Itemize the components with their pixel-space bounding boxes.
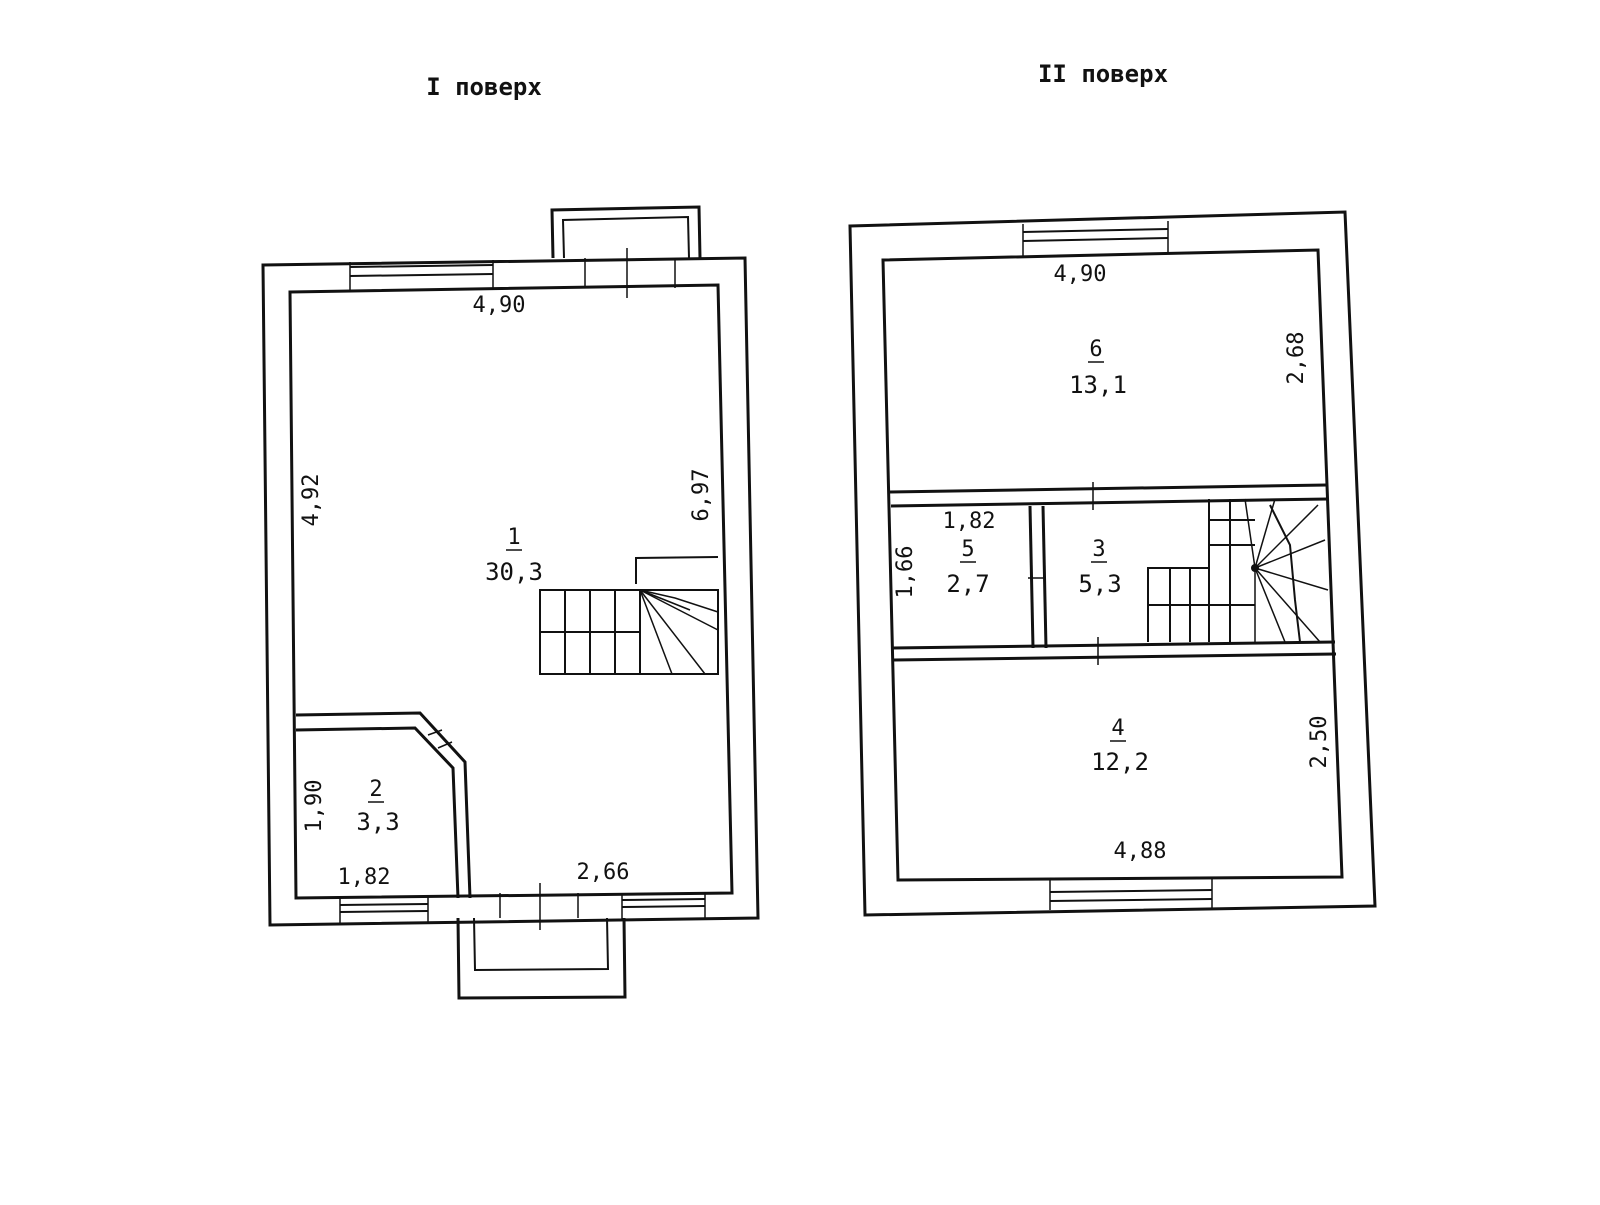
partition-middle-4 bbox=[892, 640, 1336, 650]
first-floor-title: I поверх bbox=[426, 73, 542, 101]
room-5-dim-height: 1,66 bbox=[893, 546, 918, 599]
partition-5-3 bbox=[1028, 505, 1035, 649]
room-2-area: 3,3 bbox=[356, 808, 399, 836]
first-floor-outer-wall bbox=[261, 256, 760, 927]
first-floor-plan: I поверх bbox=[261, 73, 760, 1000]
room-3-number: 3 bbox=[1092, 537, 1105, 562]
room-3-area: 5,3 bbox=[1078, 570, 1121, 598]
second-floor-bottom-window bbox=[1049, 878, 1213, 910]
second-floor-staircase bbox=[1147, 498, 1329, 643]
room-6-dim-height: 2,68 bbox=[1284, 332, 1309, 385]
first-floor-top-window bbox=[349, 260, 494, 292]
room-6-number: 6 bbox=[1089, 337, 1102, 362]
room-2-door-mark bbox=[427, 729, 443, 736]
room-5-number: 5 bbox=[961, 537, 974, 562]
second-floor-dim-top: 4,90 bbox=[1054, 262, 1107, 287]
room-1-area: 30,3 bbox=[485, 558, 543, 586]
room-4-dim-height: 2,50 bbox=[1307, 716, 1332, 769]
room-2-wall-outer bbox=[295, 711, 472, 899]
partition-middle-4-inner bbox=[893, 652, 1337, 662]
first-floor-dim-left: 4,92 bbox=[299, 474, 324, 527]
room-6-area: 13,1 bbox=[1069, 371, 1127, 399]
room-5-area: 2,7 bbox=[946, 570, 989, 598]
room-1-number: 1 bbox=[507, 525, 520, 550]
first-floor-dim-bottom: 2,66 bbox=[577, 860, 630, 885]
room-2-number: 2 bbox=[369, 777, 382, 802]
room-2-dim-width: 1,82 bbox=[338, 865, 391, 890]
first-floor-dim-top: 4,90 bbox=[473, 293, 526, 318]
bottom-balcony-outer bbox=[456, 917, 627, 1000]
room-5-dim-width: 1,82 bbox=[943, 509, 996, 534]
second-floor-dim-bottom: 4,88 bbox=[1114, 839, 1167, 864]
second-floor-inner-wall bbox=[881, 248, 1344, 882]
room-4-area: 12,2 bbox=[1091, 748, 1149, 776]
top-balcony-outer bbox=[550, 205, 702, 259]
second-floor-plan: II поверх bbox=[848, 60, 1377, 917]
partition-6-middle bbox=[889, 483, 1328, 494]
room-2-door-mark bbox=[437, 741, 453, 749]
room-4-number: 4 bbox=[1111, 716, 1124, 741]
partition-6-middle-inner bbox=[890, 497, 1329, 508]
first-floor-staircase bbox=[539, 556, 719, 675]
partition-5-3-inner bbox=[1041, 505, 1048, 649]
second-floor-outer-wall bbox=[848, 210, 1377, 917]
second-floor-title: II поверх bbox=[1038, 60, 1168, 88]
bottom-balcony-inner bbox=[473, 917, 610, 972]
room-2-wall-inner bbox=[295, 726, 460, 899]
first-floor-dim-right: 6,97 bbox=[689, 469, 714, 522]
room-2-dim-height: 1,90 bbox=[302, 780, 327, 833]
top-balcony-inner bbox=[561, 215, 690, 259]
first-floor-bottom-window-left bbox=[339, 897, 429, 924]
second-floor-top-window bbox=[1022, 221, 1169, 256]
first-floor-bottom-window-right bbox=[621, 892, 706, 919]
first-floor-inner-wall bbox=[288, 283, 734, 900]
